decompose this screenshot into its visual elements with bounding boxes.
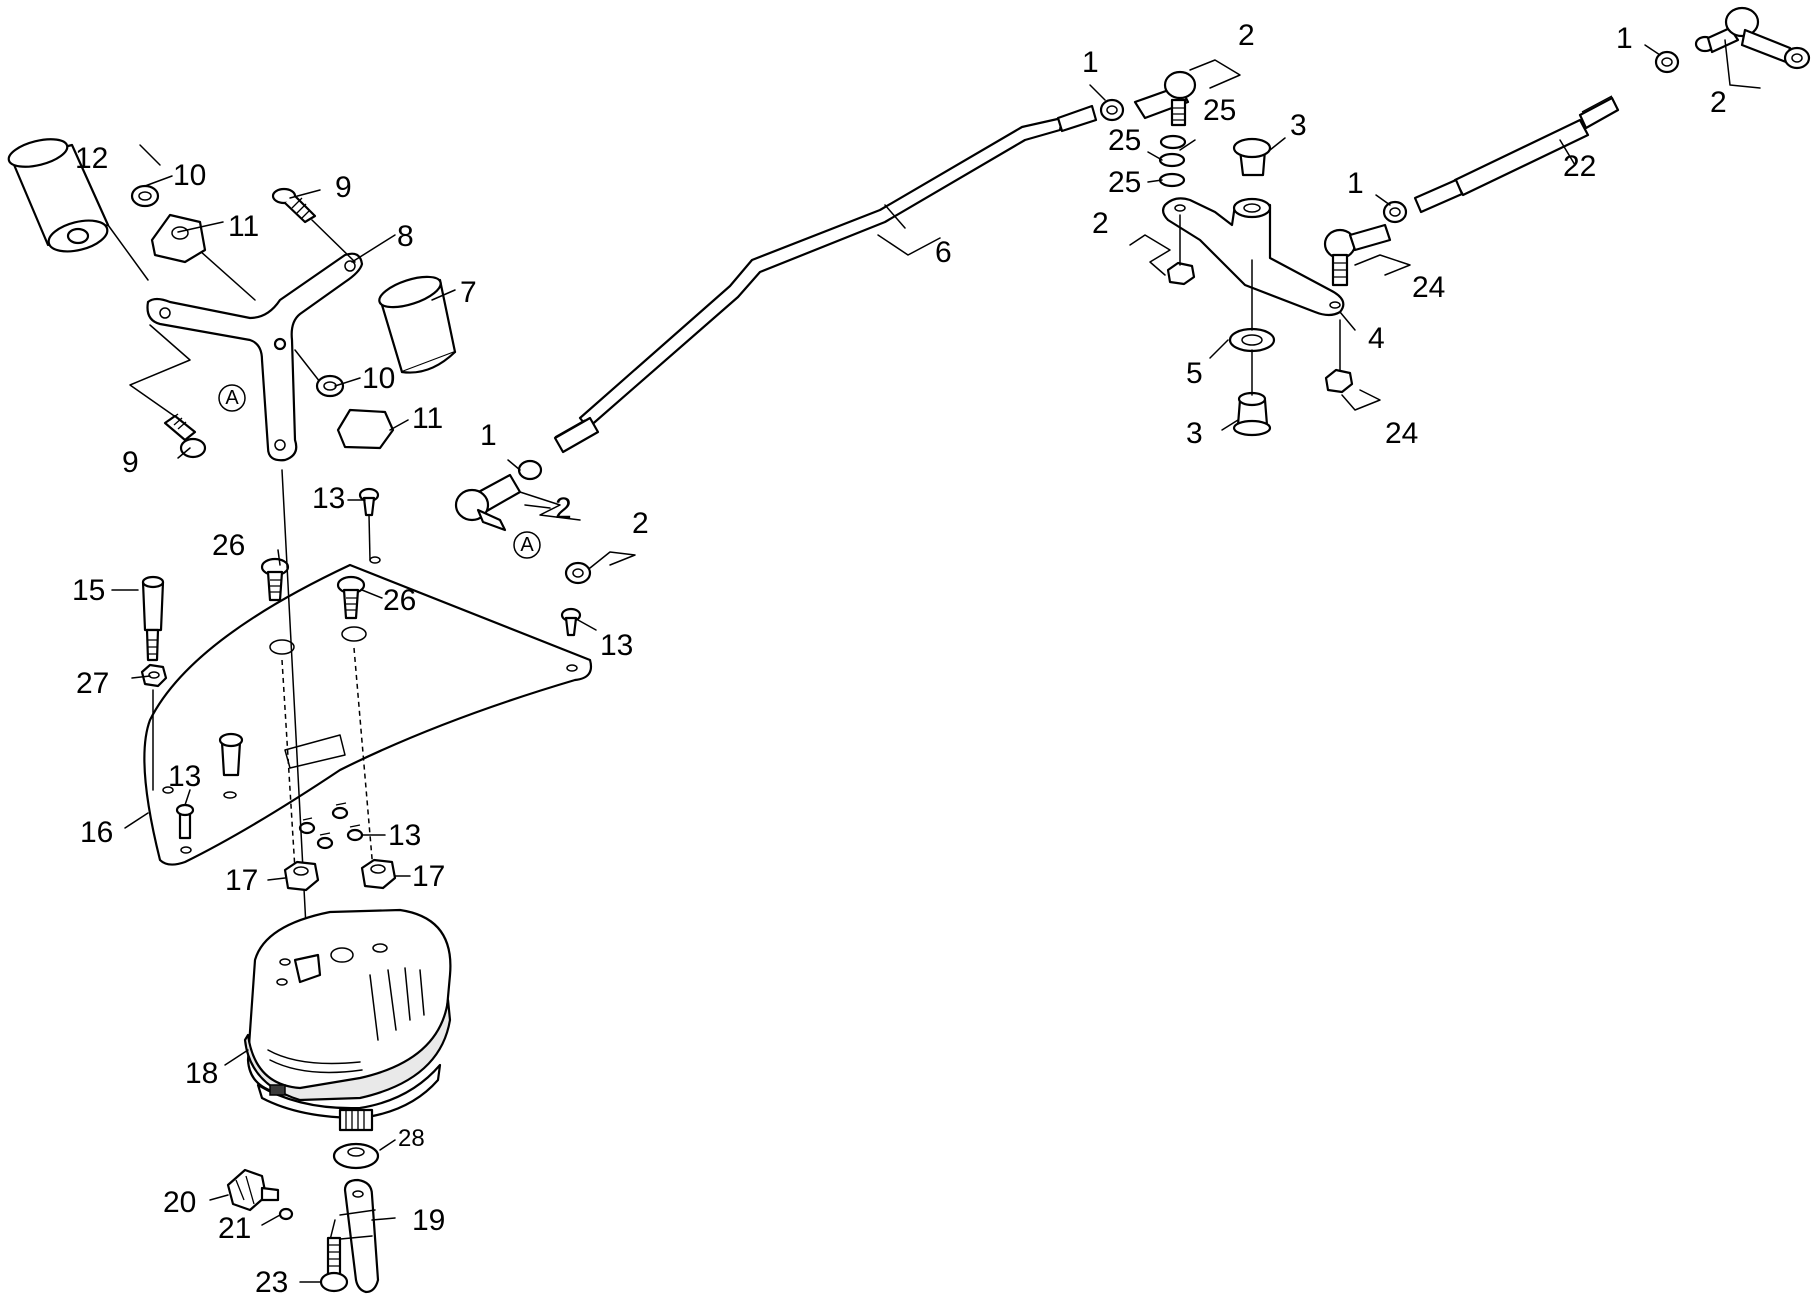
callout-13-studs: 13	[388, 819, 421, 852]
callout-3-top: 3	[1290, 109, 1307, 142]
block-11-lower	[336, 408, 395, 450]
reference-letter-a-pedal: A	[225, 387, 239, 409]
callout-2-rod: 2	[555, 492, 572, 525]
screw-23	[319, 1236, 349, 1293]
callout-1-top: 1	[1082, 46, 1099, 79]
callout-25-c: 25	[1108, 166, 1141, 199]
screw-13-right	[560, 607, 582, 637]
callout-24-top: 24	[1412, 271, 1445, 304]
nut-27	[140, 663, 168, 688]
standoff-15	[141, 575, 165, 662]
callout-26-left: 26	[212, 529, 245, 562]
callout-9-top: 9	[335, 171, 352, 204]
callout-13-top: 13	[312, 482, 345, 515]
block-11-top	[150, 213, 207, 264]
actuator-housing	[243, 908, 452, 1132]
pedal-pad-right	[378, 275, 457, 374]
callout-21: 21	[218, 1212, 251, 1245]
bolt-9-lower	[163, 413, 207, 459]
callouts: 12 10 9 11 8 7 10 11 9 6 1 2 2 13 26 26 …	[72, 19, 1727, 1299]
callout-12: 12	[75, 142, 108, 175]
callout-15: 15	[72, 574, 105, 607]
callout-7: 7	[460, 276, 477, 309]
washer-21	[278, 1207, 294, 1221]
callout-13-right: 13	[600, 629, 633, 662]
callout-28: 28	[398, 1125, 425, 1152]
linkage-rod	[553, 104, 1098, 454]
mounting-plate	[140, 469, 593, 966]
knob-20	[226, 1168, 280, 1212]
screw-13-top	[358, 487, 380, 517]
callout-10-mid: 10	[362, 362, 395, 395]
bolt-9-top	[271, 187, 317, 224]
callout-20: 20	[163, 1186, 196, 1219]
callout-2-far: 2	[1710, 86, 1727, 119]
callout-25-b: 25	[1108, 124, 1141, 157]
callout-23: 23	[255, 1266, 288, 1299]
reference-letter-a-rod: A	[520, 534, 534, 556]
nut-17-left	[283, 860, 320, 892]
callout-17-left: 17	[225, 864, 258, 897]
reference-circle-a-rod	[513, 531, 541, 559]
callout-3-bottom: 3	[1186, 417, 1203, 450]
callout-6: 6	[935, 236, 952, 269]
callout-1-far: 1	[1616, 22, 1633, 55]
callout-1-rod: 1	[480, 419, 497, 452]
callout-9-lower: 9	[122, 446, 139, 479]
reference-circle-a-pedal	[218, 384, 246, 412]
pedal-assembly: A	[7, 138, 457, 462]
washer-28	[332, 1142, 380, 1170]
callout-8: 8	[397, 220, 414, 253]
callout-10-top: 10	[173, 159, 206, 192]
pedal-lever	[146, 252, 364, 462]
nut-17-right	[360, 858, 397, 890]
nut-10-mid	[315, 374, 345, 398]
callout-13-plate: 13	[168, 760, 201, 793]
callout-4: 4	[1368, 322, 1385, 355]
nut-10-top	[130, 184, 160, 208]
callout-18: 18	[185, 1057, 218, 1090]
callout-1-right: 1	[1347, 167, 1364, 200]
screw-26-right	[336, 575, 366, 620]
callout-2-nut: 2	[632, 507, 649, 540]
callout-2-top: 2	[1238, 19, 1255, 52]
callout-11-lower: 11	[412, 402, 443, 435]
callout-26-right: 26	[383, 584, 416, 617]
callout-24-bottom: 24	[1385, 417, 1418, 450]
callout-17-right: 17	[412, 860, 445, 893]
rod-end-left: A	[454, 459, 636, 585]
callout-5: 5	[1186, 357, 1203, 390]
callout-22: 22	[1563, 150, 1596, 183]
pedal-pad	[7, 138, 110, 253]
bellcrank-assembly	[1099, 6, 1811, 437]
callout-27: 27	[76, 667, 109, 700]
callout-25-a: 25	[1203, 94, 1236, 127]
callout-2-crank: 2	[1092, 207, 1109, 240]
plate-studs	[298, 802, 364, 850]
callout-11-top: 11	[228, 210, 259, 243]
leader-lines	[111, 44, 1661, 1283]
screw-26-left	[260, 557, 290, 602]
callout-19: 19	[412, 1204, 445, 1237]
callout-16: 16	[80, 816, 113, 849]
